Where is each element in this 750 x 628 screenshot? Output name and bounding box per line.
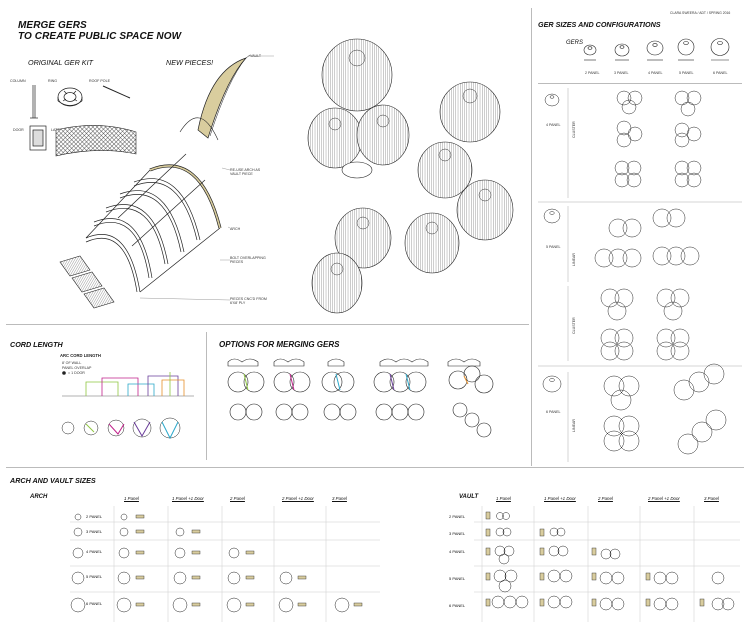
arch-row-2: 2 PANEL <box>86 514 103 519</box>
kit-column-label: COLUMN <box>10 79 26 83</box>
arch-ribs <box>85 153 222 293</box>
vault-col-2: 1 Panel +1 Door <box>544 496 576 501</box>
arch-col-1: 1 Panel <box>124 496 139 501</box>
vault-title: VAULT <box>459 494 479 500</box>
roof-pole-icon <box>102 85 131 99</box>
vault-row-6: 6 PANEL <box>449 603 466 608</box>
size-label-5: 5 PANEL <box>679 71 694 75</box>
size-label-4: 4 PANEL <box>648 71 663 75</box>
arch-row-3: 3 PANEL <box>86 529 103 534</box>
title-line-2: TO CREATE PUBLIC SPACE NOW <box>18 31 182 42</box>
arch-row-5: 5 PANEL <box>86 574 103 579</box>
label-cnc: PIECES CNC'D FROM 6'X8' PLY <box>230 297 267 305</box>
lattice-icon <box>55 125 137 157</box>
arch-title: ARCH <box>30 494 48 500</box>
divider-vertical-right <box>531 8 532 466</box>
plywood-sheets <box>59 255 115 309</box>
kit-door-label: DOOR <box>13 128 24 132</box>
cord-door-note: = 1 DOOR <box>68 371 85 375</box>
vault-col-5: 3 Panel <box>704 496 719 501</box>
door-icon <box>29 125 47 151</box>
config-row-label-6: 6 PANEL <box>546 410 561 414</box>
cord-arc-label: ARC CORD LENGTH <box>60 353 101 358</box>
vault-piece <box>197 57 248 139</box>
arch-row-6: 6 PANEL <box>86 601 103 606</box>
label-arch: ARCH <box>230 227 241 231</box>
merged-gers-perspective <box>307 38 514 314</box>
vault-col-4: 2 Panel +1 Door <box>648 496 680 501</box>
cord-wall-note: 8' OF WALL <box>62 361 82 365</box>
new-pieces-title: NEW PIECES! <box>166 58 214 67</box>
kit-title: ORIGINAL GER KIT <box>28 58 93 67</box>
ger-size-icons <box>583 38 730 61</box>
label-reuse-arch: RE-USE ARCH AS VAULT PIECE <box>230 168 261 176</box>
ring-icon <box>57 87 83 107</box>
vault-row-4: 4 PANEL <box>449 549 466 554</box>
kit-roof-pole-label: ROOF POLE <box>89 79 110 83</box>
cord-overlap-note: PANEL OVERLAP <box>62 366 92 370</box>
vault-size-table <box>474 506 740 622</box>
arch-col-3: 2 Panel <box>230 496 245 501</box>
ger-configurations <box>538 88 742 462</box>
config-row-label-4: 4 PANEL <box>546 123 561 127</box>
divider-middle <box>6 324 529 325</box>
cord-length-chart <box>61 371 194 440</box>
arch-size-table <box>70 506 380 622</box>
kit-drawings <box>29 85 137 157</box>
title-line-1: MERGE GERS <box>18 20 87 31</box>
label-bolt: BOLT OVERLAPPING PIECES <box>230 256 266 264</box>
vault-row-5: 5 PANEL <box>449 576 466 581</box>
arch-vault-title: ARCH AND VAULT SIZES <box>10 476 96 485</box>
vault-row-2: 2 PANEL <box>449 514 466 519</box>
vault-col-1: 1 Panel <box>496 496 511 501</box>
merging-options <box>227 358 494 438</box>
size-label-2: 2 PANEL <box>585 71 600 75</box>
options-title: OPTIONS FOR MERGING GERS <box>219 340 340 349</box>
size-label-3: 3 PANEL <box>614 71 629 75</box>
column-icon <box>30 85 38 119</box>
divider-cord-options <box>206 332 207 460</box>
config-row-label-5: 5 PANEL <box>546 245 561 249</box>
credit-text: CLARA SWEERA / ADT / SPRING 2016 <box>670 11 731 15</box>
arch-row-4: 4 PANEL <box>86 549 103 554</box>
vault-row-3: 3 PANEL <box>449 531 466 536</box>
size-label-6: 6 PANEL <box>713 71 728 75</box>
sizes-title: GER SIZES AND CONFIGURATIONS <box>538 20 661 29</box>
divider-sizes-top <box>538 83 742 84</box>
divider-bottom <box>6 467 744 468</box>
kit-ring-label: RING <box>48 79 57 83</box>
sizes-gers-label: GERS <box>566 40 584 46</box>
arch-assembly-drawing <box>59 54 274 309</box>
vault-col-3: 2 Panel <box>598 496 613 501</box>
arch-col-4: 2 Panel +1 Door <box>282 496 314 501</box>
arch-col-2: 1 Panel +1 Door <box>172 496 204 501</box>
arch-col-5: 3 Panel <box>332 496 347 501</box>
cord-title: CORD LENGTH <box>10 340 63 349</box>
